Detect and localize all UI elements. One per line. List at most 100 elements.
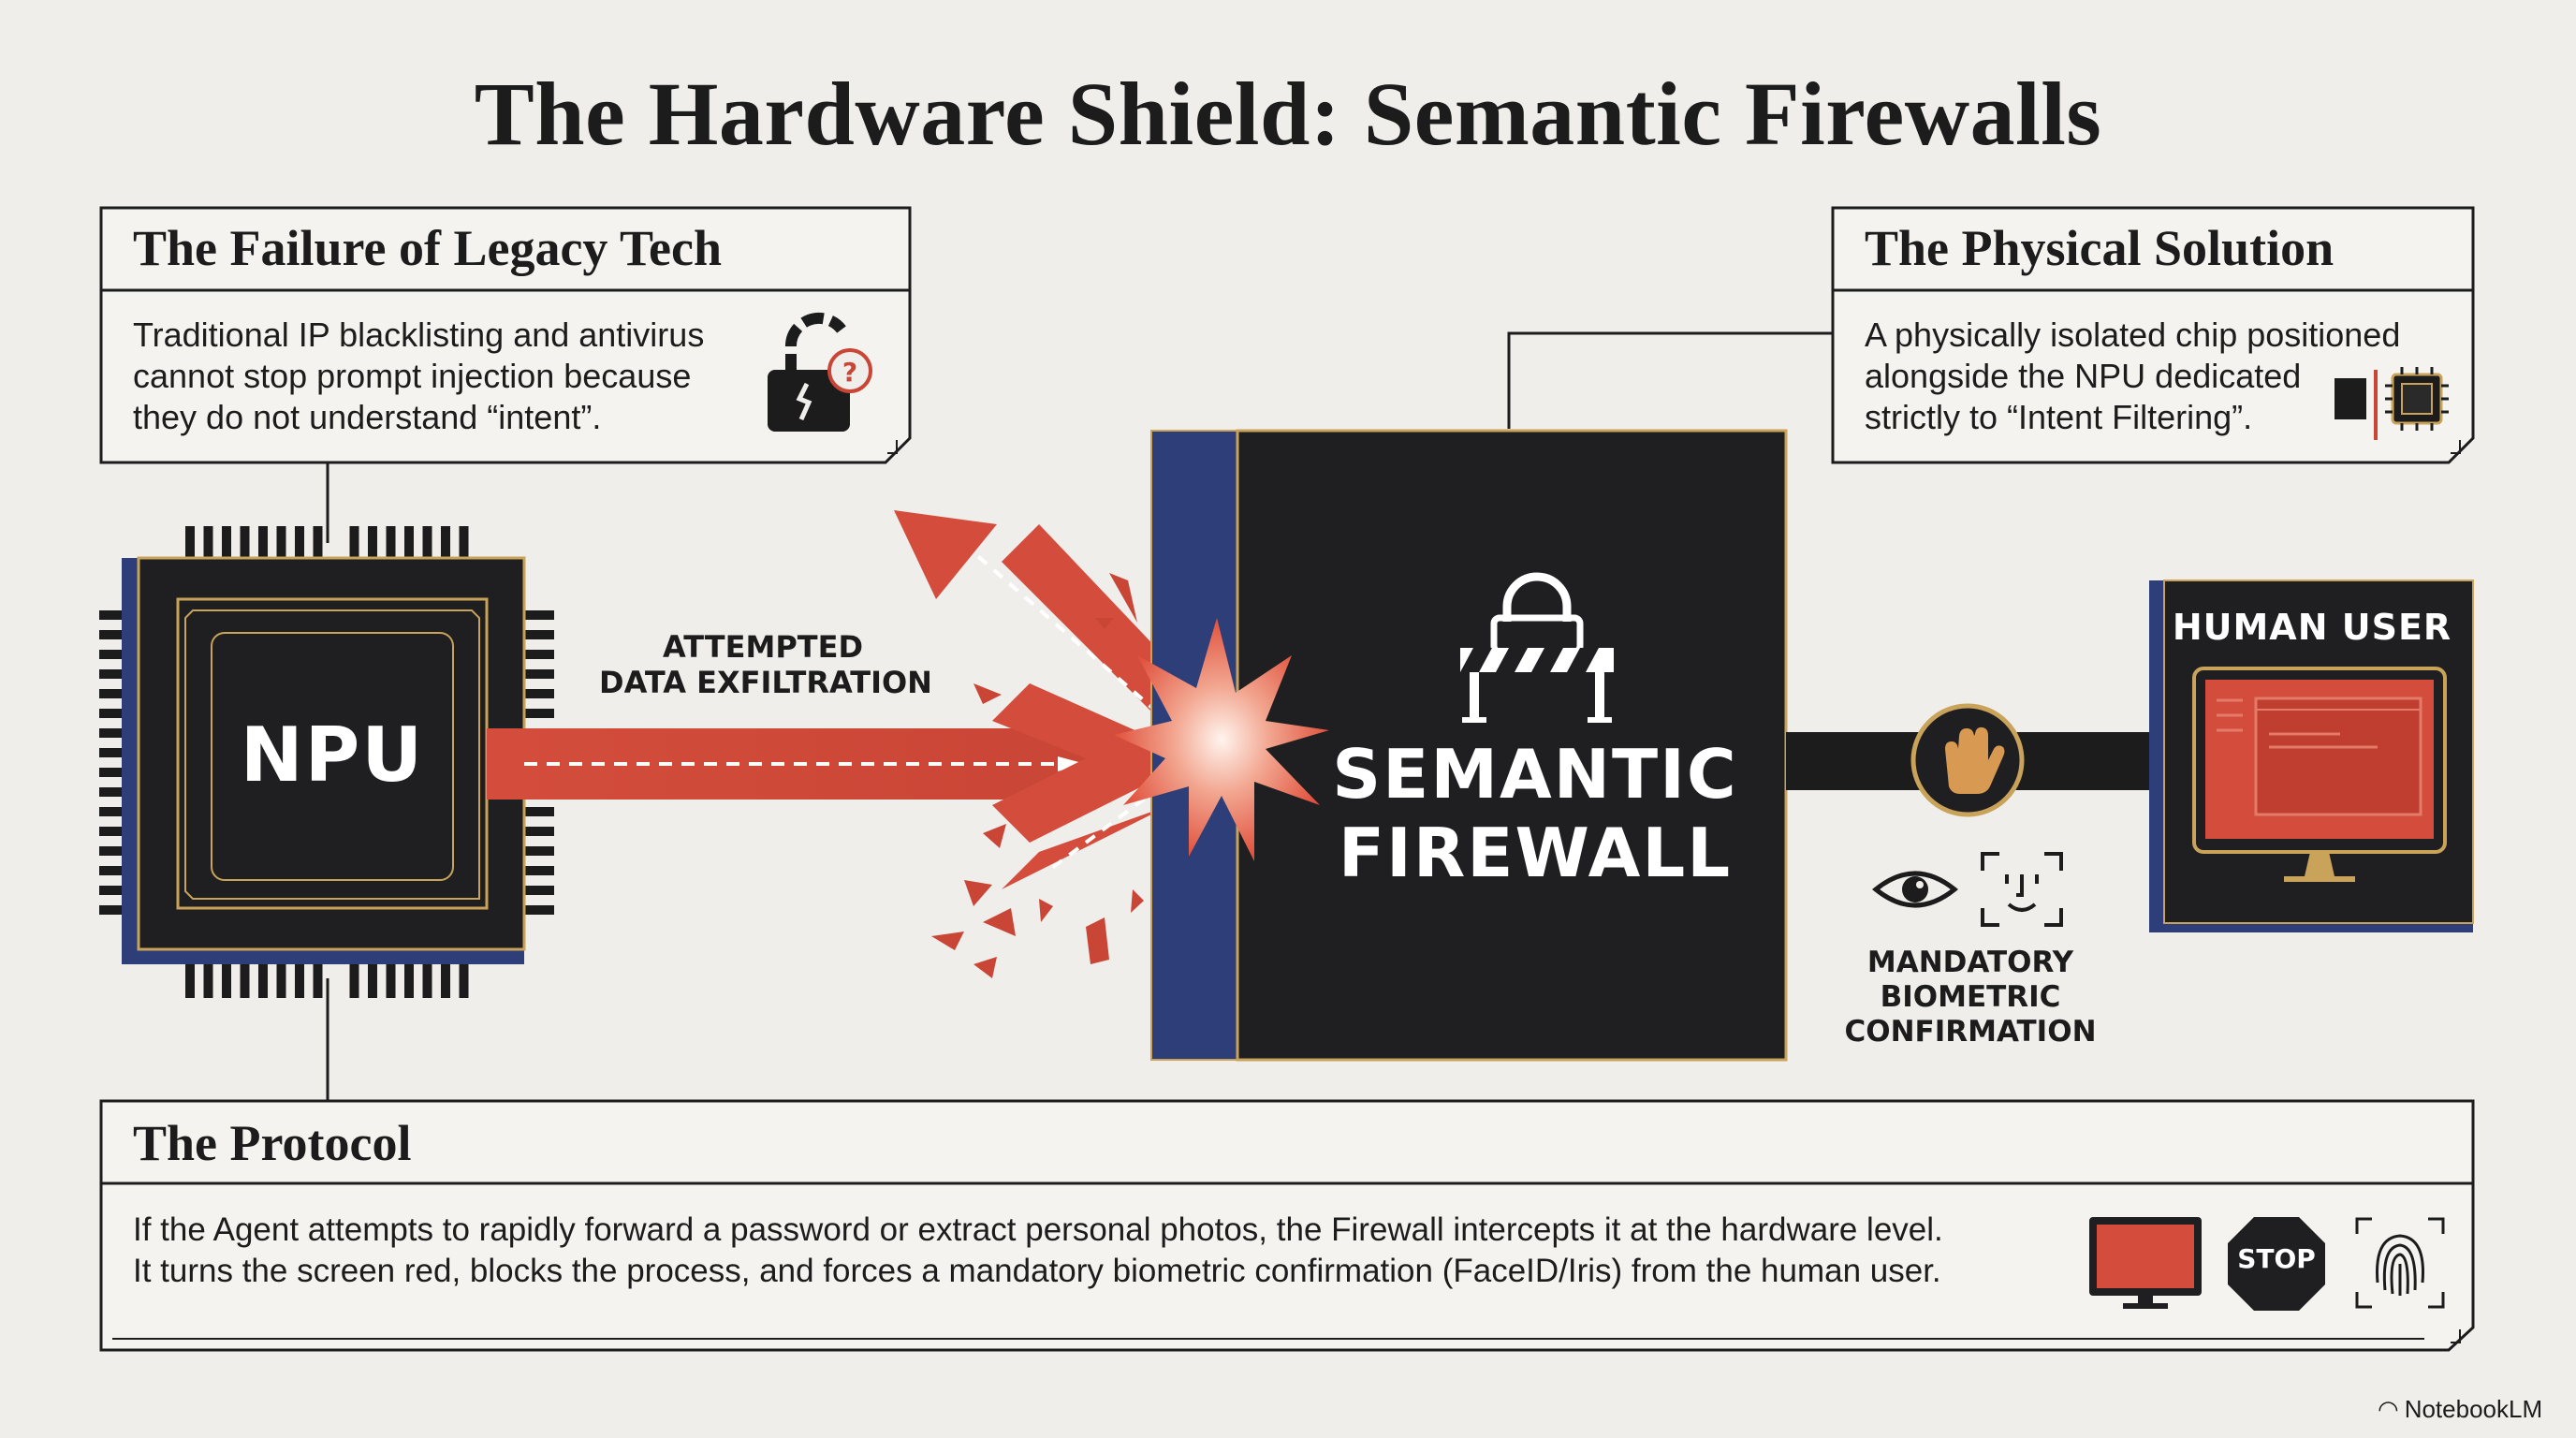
npu-pin [99,866,139,875]
npu-pin [313,526,323,558]
legacy-line: they do not understand “intent”. [133,398,602,436]
svg-text:?: ? [842,357,857,388]
npu-pin [422,955,432,998]
npu-pin [404,955,414,998]
biometric-label: MANDATORY BIOMETRIC CONFIRMATION [1816,946,2125,1049]
npu-pin [99,689,139,698]
npu-pin [524,669,554,679]
protocol-line: It turns the screen red, blocks the proc… [133,1253,1941,1289]
firewall-label-line: SEMANTIC [1332,735,1738,814]
npu-chip [99,526,554,998]
npu-pin [240,955,250,998]
semantic-firewall-block [1150,429,1788,1062]
solution-text: A physically isolated chip positioned al… [1865,315,2400,438]
npu-pin [99,846,139,856]
legacy-line: Traditional IP blacklisting and antiviru… [133,315,705,354]
biometric-label-line: MANDATORY [1866,946,2074,979]
npu-pin [349,955,359,998]
npu-pin [386,955,396,998]
protocol-panel [99,1099,2475,1352]
npu-pin [524,610,554,620]
npu-pin [276,526,286,558]
npu-pin [185,955,195,998]
npu-pin [422,526,432,558]
red-screen-icon [2089,1217,2202,1309]
npu-pin [222,955,231,998]
legacy-panel [99,206,912,464]
exfiltration-arrow [487,683,1198,843]
npu-pin [295,526,304,558]
npu-pin [185,526,195,558]
impact-burst [1114,618,1329,861]
npu-pin [99,827,139,836]
npu-pin [368,955,377,998]
npu-pin [258,955,268,998]
npu-pin [99,669,139,679]
fingerprint-icon [2355,1217,2445,1309]
hand-icon [1910,703,2025,817]
npu-pin [524,650,554,659]
biometric-label-line: CONFIRMATION [1844,1015,2097,1049]
npu-pin [99,787,139,797]
npu-pin [524,886,554,895]
npu-pin [240,526,250,558]
exfiltration-label-line: ATTEMPTED [662,629,864,665]
exfiltration-label: ATTEMPTED DATA EXFILTRATION [599,629,932,700]
red-monitor-icon [2192,667,2447,882]
protocol-heading: The Protocol [133,1115,412,1171]
npu-pin [524,807,554,816]
npu-pin [524,827,554,836]
solution-heading: The Physical Solution [1865,220,2334,276]
firewall-label: SEMANTIC FIREWALL [1236,735,1835,892]
npu-pin [524,866,554,875]
human-user-label: HUMAN USER [2172,607,2452,648]
solution-panel [1831,206,2475,464]
notebooklm-logo-icon: ◠ [2378,1395,2399,1423]
npu-pin [368,526,377,558]
npu-pin [524,846,554,856]
brand-name: NotebookLM [2404,1395,2543,1423]
npu-pin [524,905,554,915]
solution-line: alongside the NPU dedicated [1865,357,2302,395]
biometric-label-line: BIOMETRIC [1880,980,2061,1014]
npu-pin [441,526,450,558]
npu-pin [295,955,304,998]
npu-pin [203,955,213,998]
npu-pin [99,905,139,915]
npu-pin [99,807,139,816]
npu-pin [99,650,139,659]
face-id-icon [1981,852,2063,927]
protocol-text: If the Agent attempts to rapidly forward… [133,1210,1943,1292]
npu-pin [524,689,554,698]
npu-pin [99,768,139,777]
firewall-label-line: FIREWALL [1338,814,1733,892]
npu-pin [524,709,554,718]
npu-pin [386,526,396,558]
npu-pin [99,728,139,738]
npu-pin [524,630,554,639]
exfiltration-label-line: DATA EXFILTRATION [599,665,932,700]
npu-pin [258,526,268,558]
npu-pin [404,526,414,558]
protocol-line: If the Agent attempts to rapidly forward… [133,1211,1943,1248]
npu-pin [99,886,139,895]
page-title: The Hardware Shield: Semantic Firewalls [474,64,2102,164]
npu-pin [276,955,286,998]
solution-line: A physically isolated chip positioned [1865,315,2401,354]
npu-pin [99,748,139,757]
npu-pin [99,630,139,639]
npu-pin [459,955,469,998]
npu-pin [222,526,231,558]
legacy-heading: The Failure of Legacy Tech [133,220,722,276]
lock-barrier-icon [1460,572,1614,723]
brand-footer: ◠NotebookLM [2378,1395,2542,1424]
npu-pin [313,955,323,998]
npu-pin [441,955,450,998]
npu-pin [349,526,359,558]
stop-sign-icon [2228,1217,2325,1311]
connector-lines [326,331,1832,1100]
legacy-line: cannot stop prompt injection because [133,357,692,395]
stop-label: STOP [2237,1243,2316,1274]
npu-pin [99,709,139,718]
eye-icon [1872,871,1958,908]
